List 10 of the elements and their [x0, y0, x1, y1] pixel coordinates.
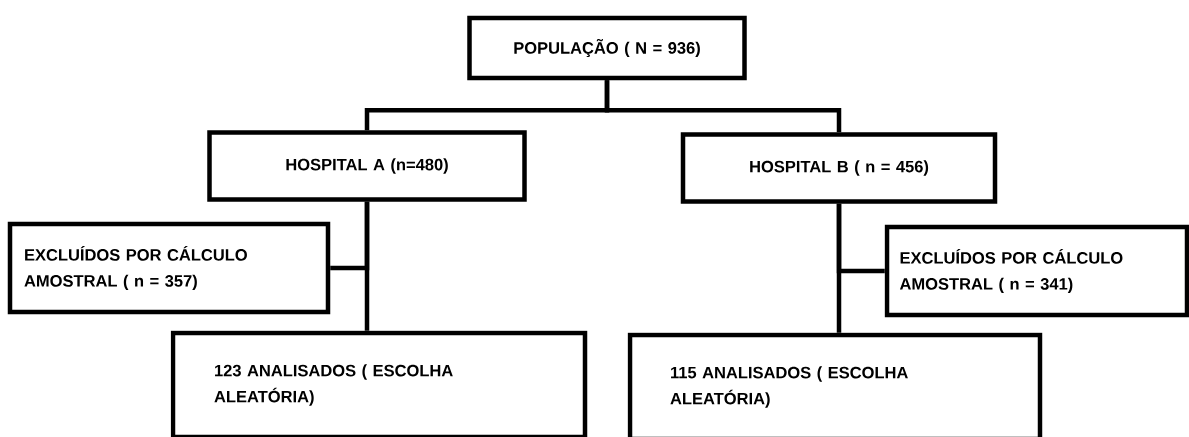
- process-box: 115 ANALISADOS ( ESCOLHA ALEATÓRIA): [627, 332, 1043, 437]
- process-box: EXCLUÍDOS POR CÁLCULO AMOSTRAL ( n = 357): [7, 221, 331, 315]
- connector-line: [364, 201, 370, 331]
- process-box: HOSPITAL B ( n = 456): [680, 132, 998, 204]
- connector-line: [604, 80, 842, 133]
- process-box: HOSPITAL A (n=480): [207, 130, 527, 202]
- process-box: 123 ANALISADOS ( ESCOLHA ALEATÓRIA): [170, 330, 588, 437]
- process-box: EXCLUÍDOS POR CÁLCULO AMOSTRAL ( n = 341): [884, 224, 1189, 318]
- connector-line: [836, 203, 842, 333]
- process-box: POPULAÇÃO ( N = 936): [467, 15, 747, 81]
